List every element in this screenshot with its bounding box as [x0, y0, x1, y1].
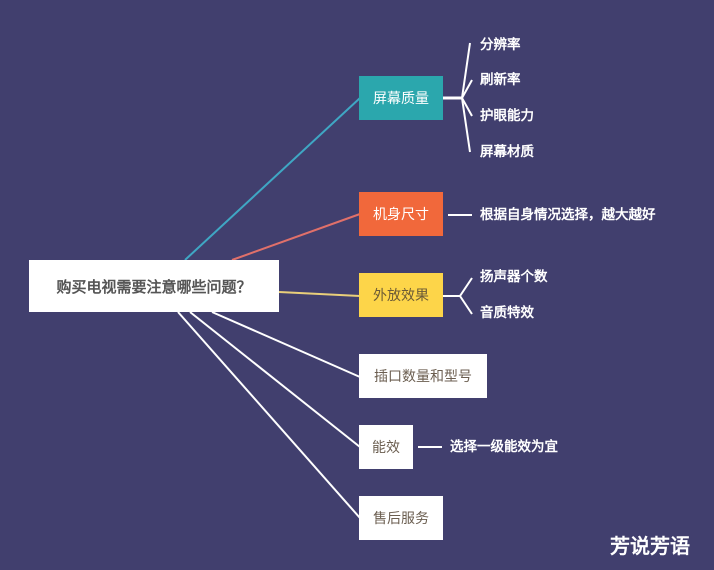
- leaf-speaker-count[interactable]: 扬声器个数: [480, 269, 548, 285]
- branch-after-sales[interactable]: 售后服务: [359, 496, 443, 540]
- leaf-screen-material[interactable]: 屏幕材质: [480, 144, 534, 160]
- leaf-size-advice[interactable]: 根据自身情况选择，越大越好: [480, 207, 656, 223]
- branch-energy-efficiency[interactable]: 能效: [359, 425, 413, 469]
- root-topic[interactable]: 购买电视需要注意哪些问题？: [29, 260, 279, 312]
- leaf-resolution[interactable]: 分辨率: [480, 37, 521, 53]
- branch-speaker-effect[interactable]: 外放效果: [359, 273, 443, 317]
- leaf-energy-advice[interactable]: 选择一级能效为宜: [450, 439, 558, 455]
- leaf-refresh-rate[interactable]: 刷新率: [480, 72, 521, 88]
- leaf-eye-care[interactable]: 护眼能力: [480, 108, 534, 124]
- branch-screen-quality[interactable]: 屏幕质量: [359, 76, 443, 120]
- branch-ports[interactable]: 插口数量和型号: [359, 354, 487, 398]
- watermark: 芳说芳语: [610, 534, 690, 558]
- branch-body-size[interactable]: 机身尺寸: [359, 192, 443, 236]
- leaf-sound-effects[interactable]: 音质特效: [480, 305, 534, 321]
